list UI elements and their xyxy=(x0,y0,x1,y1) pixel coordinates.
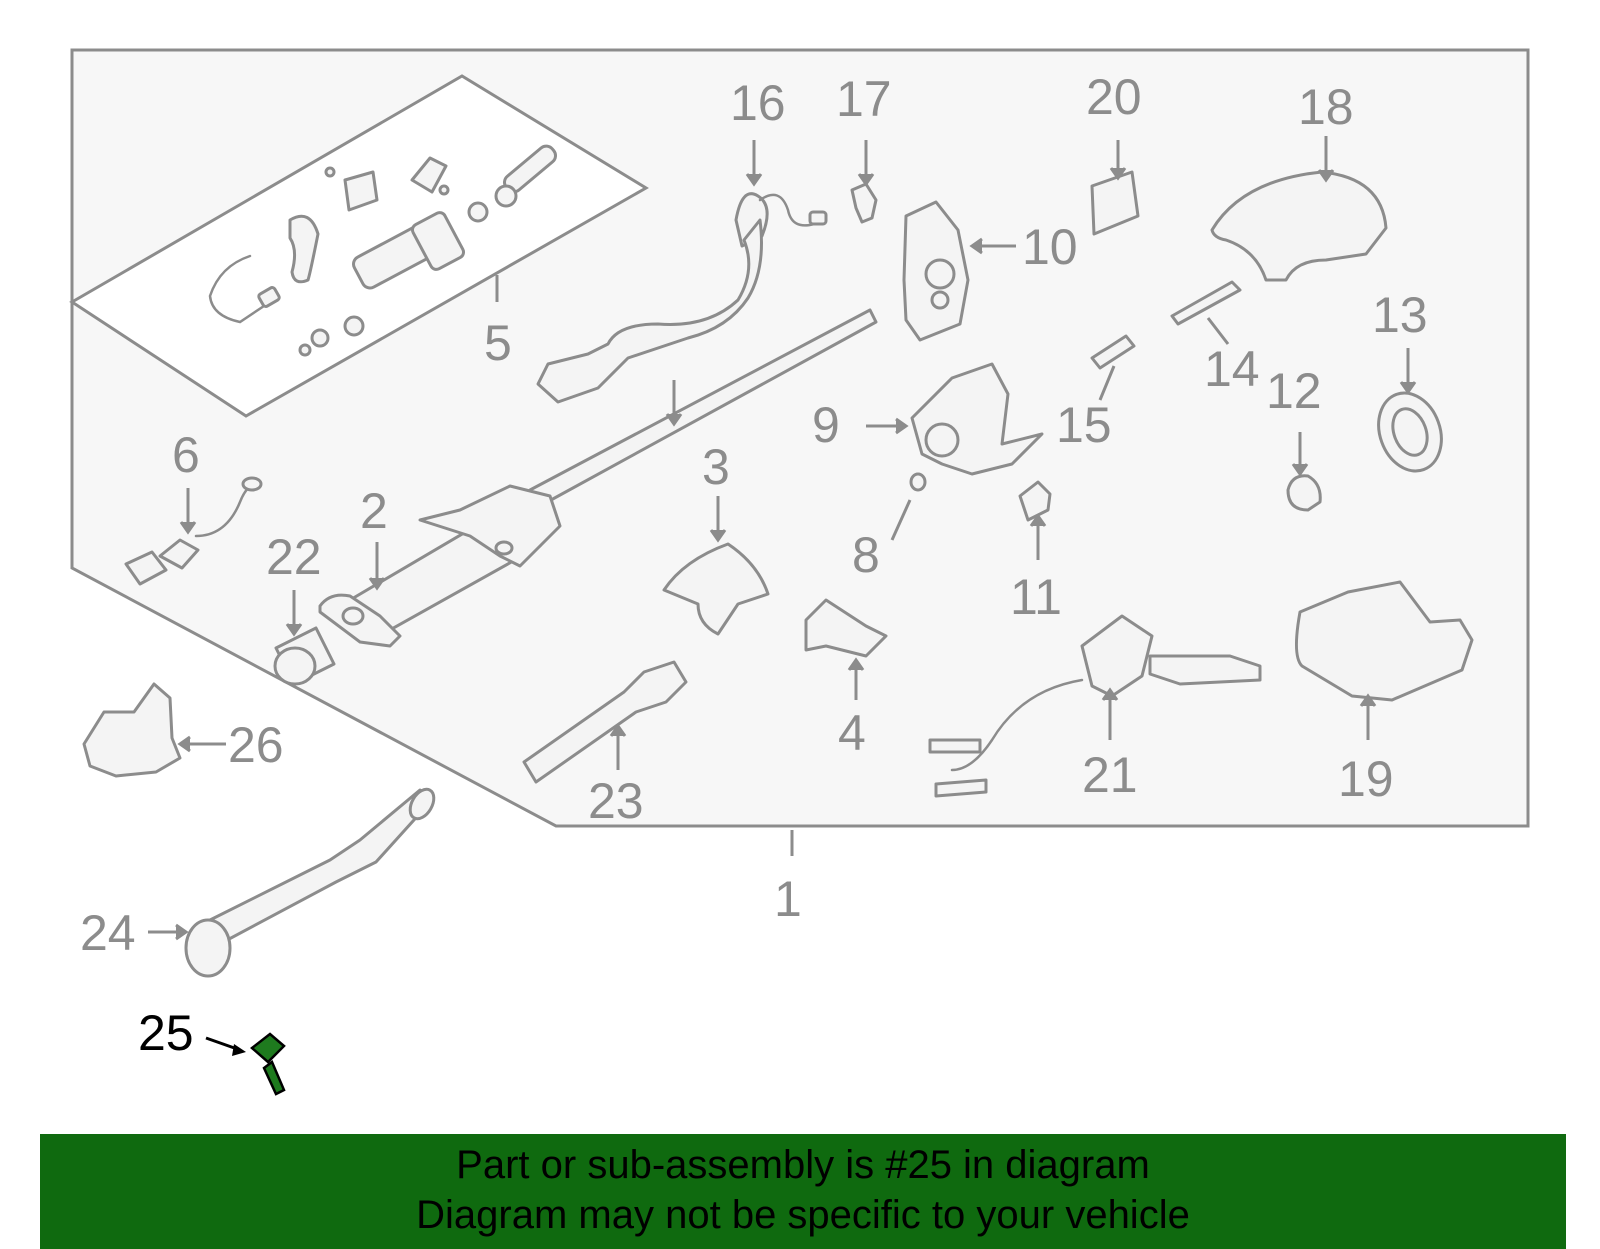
steering-column xyxy=(318,308,878,648)
subkit-panel xyxy=(69,74,649,418)
shaft-24 xyxy=(184,787,436,978)
bolt-25-highlight[interactable] xyxy=(250,1032,286,1096)
callout-17: 17 xyxy=(836,71,892,127)
callout-13: 13 xyxy=(1372,287,1428,343)
callout-11: 11 xyxy=(1010,569,1062,625)
housing-10 xyxy=(902,200,970,342)
banner-line-2: Diagram may not be specific to your vehi… xyxy=(416,1193,1190,1237)
ring-8 xyxy=(909,472,927,492)
knob-12 xyxy=(1286,474,1322,512)
spring-11 xyxy=(1018,480,1052,522)
callout-16: 16 xyxy=(730,75,786,131)
callout-19: 19 xyxy=(1338,751,1394,807)
bushing-22 xyxy=(273,626,336,686)
bracket-4 xyxy=(804,598,888,658)
leader-25 xyxy=(205,1036,246,1056)
switch-21 xyxy=(928,614,1262,798)
callout-1: 1 xyxy=(774,871,802,927)
callout-8: 8 xyxy=(852,527,880,583)
shroud-18 xyxy=(1210,170,1388,282)
rod-14 xyxy=(1170,280,1242,326)
banner-line-1: Part or sub-assembly is #25 in diagram xyxy=(456,1143,1150,1187)
callout-26: 26 xyxy=(228,717,284,773)
callout-3: 3 xyxy=(702,439,730,495)
cover-3 xyxy=(662,542,770,636)
leader-lines xyxy=(148,136,1417,941)
callout-15: 15 xyxy=(1056,397,1112,453)
callout-9: 9 xyxy=(812,397,840,453)
bracket-26 xyxy=(82,682,182,778)
callout-24: 24 xyxy=(80,905,136,961)
shaft-23 xyxy=(522,660,688,784)
callout-12: 12 xyxy=(1266,363,1322,419)
callout-23: 23 xyxy=(588,773,644,829)
housing-9 xyxy=(910,362,1044,476)
assembly-frame xyxy=(70,48,1530,828)
subkit-parts xyxy=(208,144,557,357)
callout-10: 10 xyxy=(1022,219,1078,275)
callout-14: 14 xyxy=(1204,341,1260,397)
bearing-13 xyxy=(1377,391,1443,473)
shroud-19 xyxy=(1295,580,1474,702)
switch-16 xyxy=(536,192,828,404)
info-banner: Part or sub-assembly is #25 in diagram D… xyxy=(40,1134,1566,1249)
callout-18: 18 xyxy=(1298,79,1354,135)
callout-22: 22 xyxy=(266,529,322,585)
sensor-6 xyxy=(124,476,263,586)
callout-25: 25 xyxy=(138,1005,194,1061)
callout-20: 20 xyxy=(1086,69,1142,125)
callout-6: 6 xyxy=(172,427,200,483)
pin-15 xyxy=(1090,334,1136,370)
callout-5: 5 xyxy=(484,315,512,371)
callout-2: 2 xyxy=(360,483,388,539)
callout-21: 21 xyxy=(1082,747,1138,803)
callout-labels: 1 2 3 4 5 6 8 9 10 11 12 13 14 15 16 17 … xyxy=(80,69,1428,1061)
callout-4: 4 xyxy=(838,705,866,761)
